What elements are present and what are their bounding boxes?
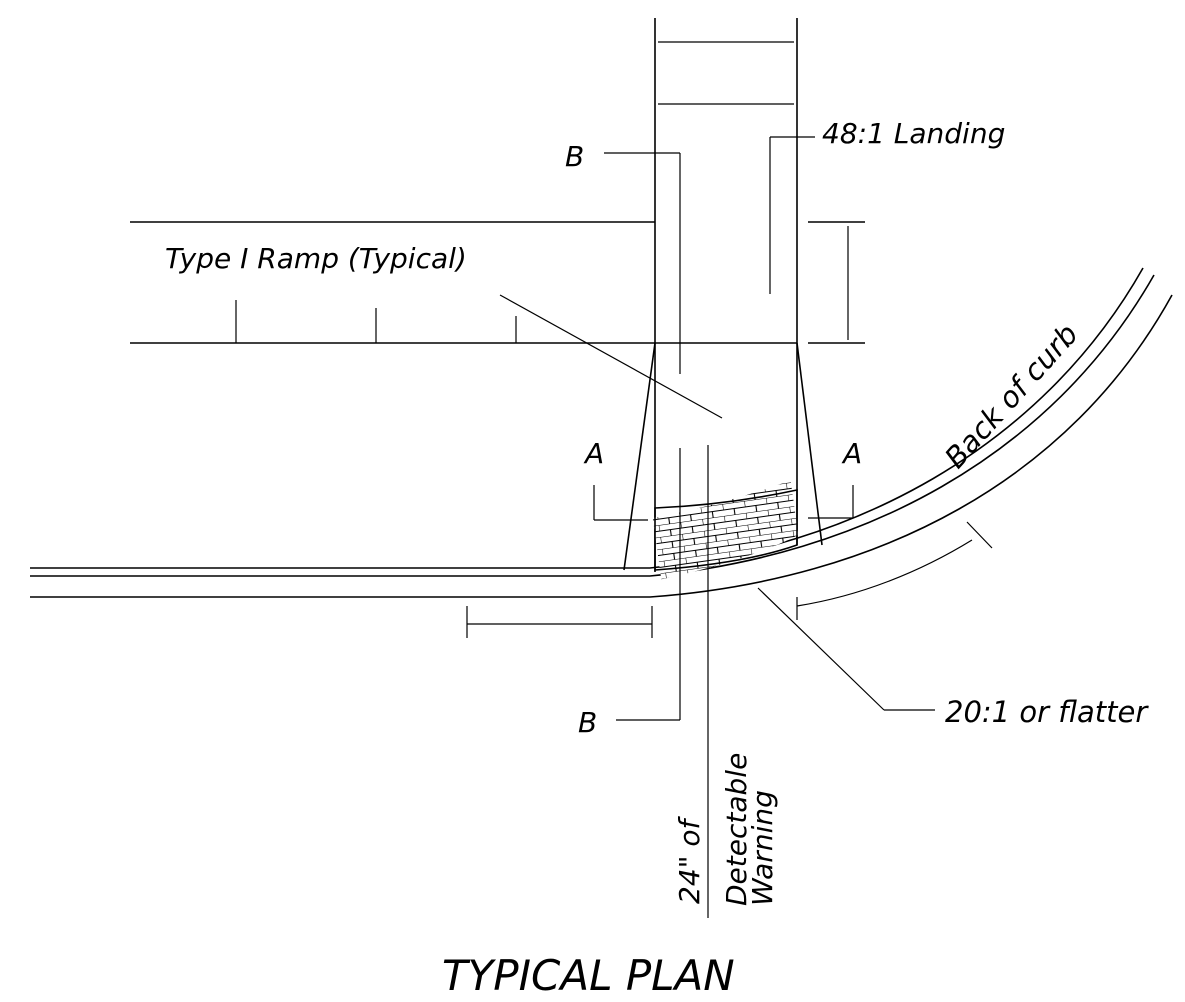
ramp-type-label: Type I Ramp (Typical) (165, 242, 467, 275)
detectable-label-line1: 24" of (673, 815, 706, 904)
curb-radius-dimension (796, 521, 993, 620)
flatter-label: 20:1 or flatter (945, 695, 1149, 729)
section-b-top-label: B (565, 140, 584, 173)
section-a-left-marker (593, 485, 648, 521)
page-title: TYPICAL PLAN (442, 951, 735, 1000)
section-b-bottom-label: B (578, 706, 597, 739)
section-a-left-label: A (583, 437, 604, 470)
ramp-column (654, 18, 798, 572)
section-a-right-label: A (841, 437, 862, 470)
sidewalk-band (130, 221, 865, 344)
detectable-label-line2: Detectable (720, 753, 753, 906)
curb-length-dimension (466, 606, 653, 638)
section-a-right-marker (808, 485, 854, 519)
ramp-type-leader (499, 294, 723, 419)
ramp-flares (623, 342, 823, 571)
flatter-leader (757, 587, 935, 711)
ramp-centerlines (679, 137, 771, 918)
landing-label: 48:1 Landing (822, 117, 1005, 150)
top-dimensions (658, 41, 794, 105)
detectable-label-line3: Warning (746, 790, 779, 906)
detectable-warning-pattern (650, 480, 802, 580)
